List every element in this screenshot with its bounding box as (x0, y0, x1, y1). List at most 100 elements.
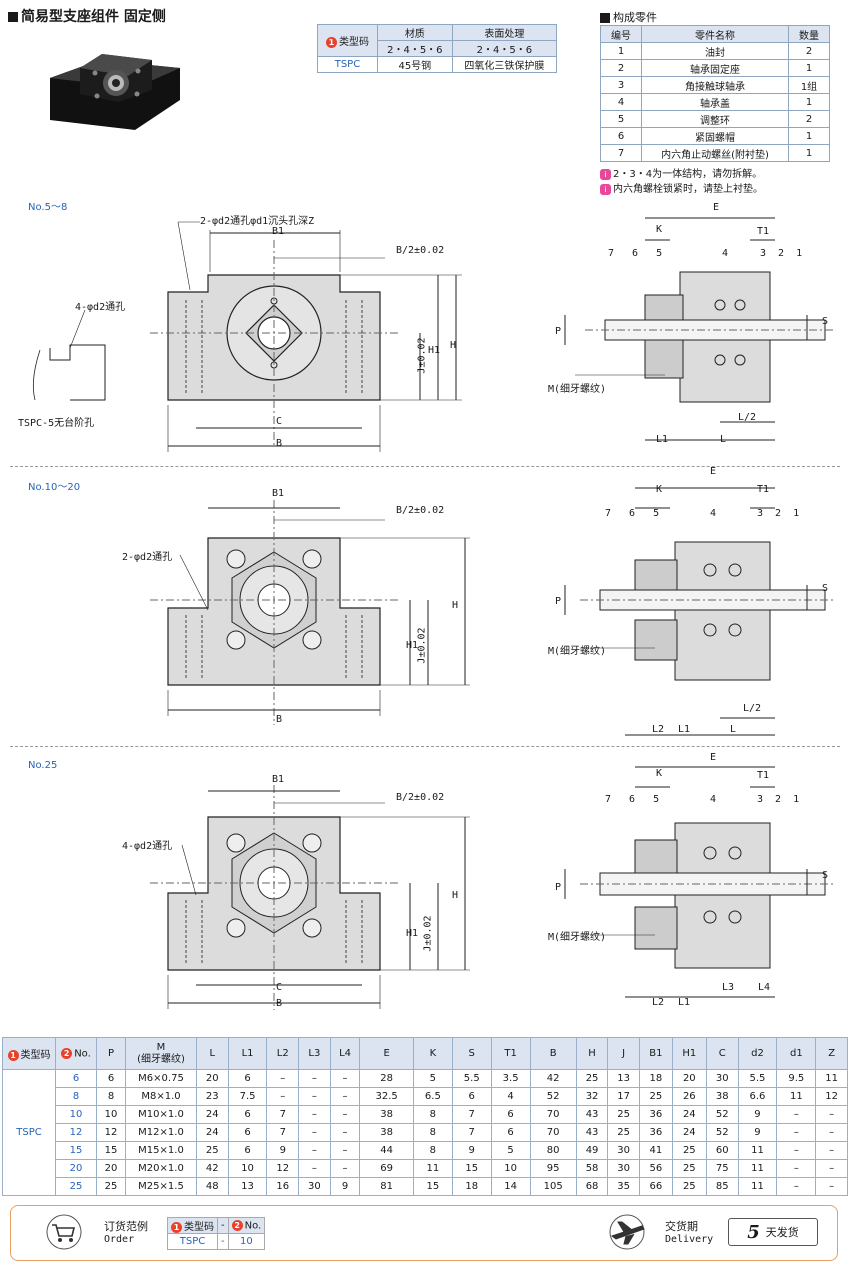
product-photo (50, 54, 180, 130)
parts-header-name: 零件名称 (641, 25, 789, 43)
surface-subheader: 2・4・5・6 (451, 40, 558, 57)
dim-b2-3: B/2±0.02 (396, 792, 445, 803)
delivery-label-cn: 交货期 (665, 1220, 698, 1233)
hole-callout-2: 2-φd2通孔 (122, 552, 173, 563)
dim-b1-3: B1 (272, 774, 285, 785)
parts-title: 构成零件 (600, 9, 657, 25)
dim-b-3: B (276, 998, 283, 1009)
delivery-days: 5 (747, 1221, 760, 1243)
dim-e-3: E (710, 752, 717, 763)
dim-h: H (450, 340, 457, 351)
dim-l1-3: L1 (678, 997, 691, 1008)
dim-t1-2: T1 (757, 484, 770, 495)
dim-m: M(细牙螺纹) (548, 384, 607, 395)
dim-t1-3: T1 (757, 770, 770, 781)
dim-b2: B/2±0.02 (396, 245, 445, 256)
order-box (10, 1205, 838, 1261)
dim-l: L (720, 434, 727, 445)
callouts-3-1-2: 321 (757, 508, 812, 519)
dim-e: E (713, 202, 720, 213)
dim-s: S (822, 316, 829, 327)
callouts-3-1-3: 321 (757, 794, 812, 805)
dim-m-2: M(细牙螺纹) (548, 646, 607, 657)
dim-s-2: S (822, 583, 829, 594)
parts-header-no: 编号 (600, 25, 642, 43)
section-label-5-8: No.5～8 (28, 202, 68, 213)
hole-callout: 2-φd2通孔φd1沉头孔深Z (200, 216, 315, 227)
callout-4: 4 (722, 248, 729, 259)
dim-p-3: P (555, 882, 562, 893)
dim-h1-3: H1 (406, 928, 419, 939)
dim-l-2: L (730, 724, 737, 735)
dim-b2-2: B/2±0.02 (396, 505, 445, 516)
dim-e-2: E (710, 466, 717, 477)
divider (10, 746, 840, 747)
dim-h1-2: H1 (406, 640, 419, 651)
dim-k: K (656, 224, 663, 235)
dim-l1-2: L1 (678, 724, 691, 735)
dim-k-3: K (656, 768, 663, 779)
page-title: 简易型支座组件 固定侧 (8, 6, 166, 26)
dim-p-2: P (555, 596, 562, 607)
dim-j-3: J±0.02 (422, 915, 434, 952)
dim-l-half: L/2 (738, 412, 757, 423)
dim-h-2: H (452, 600, 459, 611)
dim-k-2: K (656, 484, 663, 495)
front-view-25 (150, 785, 470, 1010)
callout-4-2: 4 (710, 508, 717, 519)
side-view-25 (564, 766, 835, 998)
material-subheader: 2・4・5・6 (376, 40, 453, 57)
dim-p: P (555, 326, 562, 337)
dim-j: J±0.02 (416, 337, 428, 374)
section-label-10-20: No.10～20 (28, 482, 81, 493)
dim-m-3: M(细牙螺纹) (548, 932, 607, 943)
dim-l2-3: L2 (652, 997, 665, 1008)
dim-b-2: B (276, 714, 283, 725)
section-label-25: No.25 (28, 760, 58, 771)
order-label-en: Order (104, 1234, 135, 1245)
spec-type-code: TSPC (2, 1069, 56, 1196)
front-view-5-8 (32, 221, 462, 452)
dim-l3-3: L3 (722, 982, 735, 993)
material-header: 材质 (376, 24, 453, 41)
hole-callout-3: 4-φd2通孔 (122, 841, 173, 852)
divider (10, 466, 840, 467)
surface-cell: 四氧化三铁保护膜 (451, 56, 558, 73)
dim-l4-3: L4 (758, 982, 771, 993)
order-type-value: TSPC (167, 1233, 218, 1250)
delivery-days-box: 5 天发货 (728, 1218, 818, 1246)
dim-b1: B1 (272, 226, 285, 237)
parts-header-qty: 数量 (788, 25, 830, 43)
step-note: TSPC-5无台阶孔 (18, 418, 95, 429)
dim-l1: L1 (656, 434, 669, 445)
side-view-10-20 (564, 487, 835, 736)
dim-h1: H1 (428, 345, 441, 356)
dim-t1: T1 (757, 226, 770, 237)
callouts-5-8: 765 (608, 248, 681, 259)
dim-c-3: C (276, 982, 283, 993)
dim-c: C (276, 416, 283, 427)
dim-l2-2: L2 (652, 724, 665, 735)
order-label-cn: 订货范例 (104, 1220, 148, 1233)
